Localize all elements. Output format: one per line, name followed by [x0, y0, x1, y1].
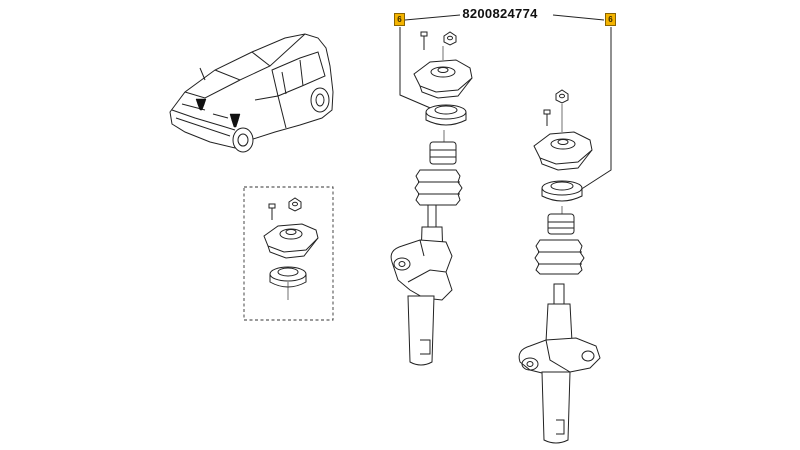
callout-marker-right[interactable]: 6 — [605, 13, 616, 26]
callout-marker-left[interactable]: 6 — [394, 13, 405, 26]
inset-box — [243, 186, 334, 321]
leader-lines — [399, 14, 612, 191]
car-illustration — [169, 33, 334, 153]
front-strut-assembly — [390, 31, 473, 366]
rear-strut-assembly — [518, 89, 601, 444]
part-number-label: 8200824774 — [462, 6, 538, 21]
